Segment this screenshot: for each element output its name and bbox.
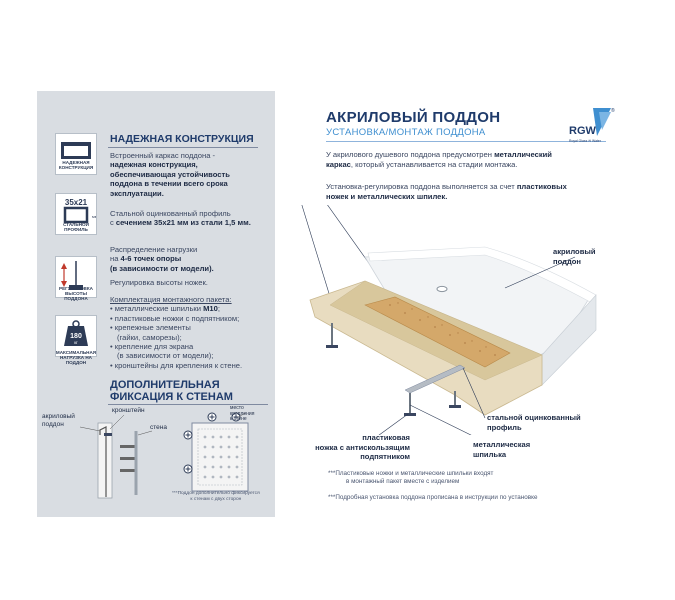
intro-paragraph-2: Установка-регулировка поддона выполняетс… xyxy=(326,182,567,201)
svg-text:RGW: RGW xyxy=(569,125,597,137)
svg-text:180: 180 xyxy=(70,333,82,340)
height-adjust-icon xyxy=(55,256,97,298)
steel-profile-icon: 35x21 мм xyxy=(55,193,98,235)
svg-text:®: ® xyxy=(611,107,615,114)
section-title-construction: НАДЕЖНАЯ КОНСТРУКЦИЯ xyxy=(110,133,254,145)
construction-description: Встроенный каркас поддона - надежная кон… xyxy=(110,151,230,198)
load-description: Распределение нагрузки на 4-6 точек опор… xyxy=(110,245,214,273)
divider xyxy=(108,147,258,148)
tray-illustration xyxy=(301,205,597,435)
kit-description: Комплектация монтажного пакета: металлич… xyxy=(110,295,275,370)
svg-text:35x21: 35x21 xyxy=(65,198,88,207)
divider xyxy=(108,404,268,405)
wall-fixation-diagram xyxy=(79,412,249,499)
svg-text:мм: мм xyxy=(92,214,96,219)
wall-label-bracket: кронштейн xyxy=(112,407,145,414)
title-divider xyxy=(326,141,606,142)
page-title: АКРИЛОВЫЙ ПОДДОН xyxy=(326,109,501,126)
rgw-logo: RGW ® Royal Glass ✉ Water xyxy=(567,106,615,146)
max-load-icon: 180 кг xyxy=(55,315,97,357)
svg-text:Royal Glass ✉ Water: Royal Glass ✉ Water xyxy=(569,139,602,143)
footnote-instructions: ***Подробная установка поддона прописана… xyxy=(328,494,538,501)
height-description: Регулировка высоты ножек. xyxy=(110,278,208,287)
section-title-wall-fixation: ДОПОЛНИТЕЛЬНАЯ ФИКСАЦИЯ К СТЕНАМ xyxy=(110,379,233,403)
wall-label-wall: стена xyxy=(150,424,167,431)
construction-icon xyxy=(55,133,97,175)
profile-description: Стальной оцинкованный профиль с сечением… xyxy=(110,209,251,228)
footnote-kit: ***Пластиковые ножки и металлические шпи… xyxy=(328,470,494,486)
page-subtitle: УСТАНОВКА/МОНТАЖ ПОДДОНА xyxy=(326,127,486,138)
svg-text:кг: кг xyxy=(74,340,78,345)
intro-paragraph-1: У акрилового душевого поддона предусмотр… xyxy=(326,150,552,169)
